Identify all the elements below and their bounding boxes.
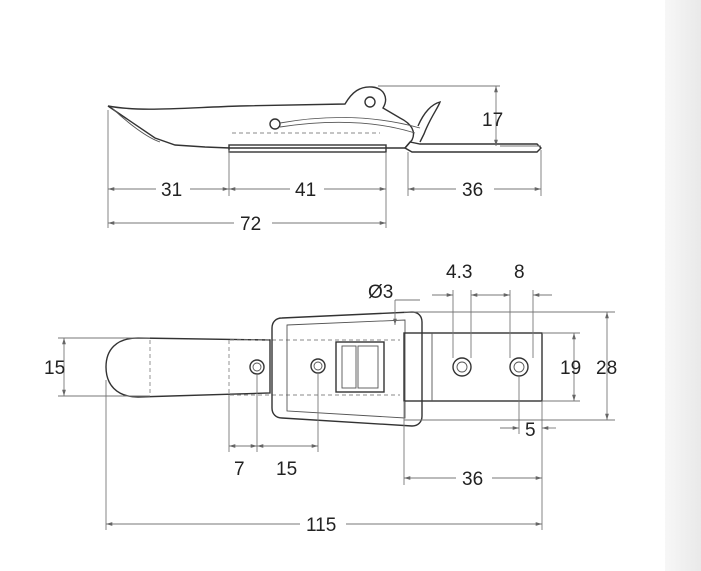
dim-seg-mid-41: 41	[295, 180, 316, 201]
top-wire-loop	[271, 311, 423, 427]
dim-height-17: 17	[482, 110, 503, 131]
dim-inner-height-19: 19	[560, 358, 581, 379]
side-base-plate	[228, 144, 387, 153]
dim-seg-left-31: 31	[161, 180, 182, 201]
top-rivet-2	[310, 358, 326, 374]
dim-diameter-3: Ø3	[368, 282, 393, 303]
dim-overall-72: 72	[240, 214, 261, 235]
dim-plate-length-36: 36	[462, 469, 483, 490]
page-edge-shadow	[665, 0, 701, 571]
side-hook-eye	[364, 96, 376, 108]
dim-left-width-15: 15	[44, 358, 65, 379]
top-hole-1	[452, 357, 472, 377]
dim-seg-right-36: 36	[462, 180, 483, 201]
top-rivet-1	[249, 359, 265, 375]
dim-overall-115: 115	[306, 515, 336, 536]
dim-hole-offset-7: 7	[234, 459, 245, 480]
dim-hole-spacing-15: 15	[276, 459, 297, 480]
top-hole-2	[509, 357, 529, 377]
dim-hole-dia-4-3: 4.3	[446, 262, 472, 283]
dim-edge-offset-5: 5	[525, 420, 536, 441]
side-lever	[107, 86, 415, 149]
side-view: 17 31 41 36 72	[107, 85, 542, 235]
top-lever	[105, 337, 271, 398]
side-catch-plate	[403, 141, 542, 153]
dim-outer-height-28: 28	[596, 358, 617, 379]
dim-pitch-8: 8	[514, 262, 525, 283]
top-view: Ø3 4.3 8 15 19 28 5 7 15 36 115	[44, 262, 617, 536]
top-pivot-block	[335, 341, 385, 393]
top-catch-plate	[403, 332, 543, 402]
side-hook-tongue	[417, 101, 442, 143]
side-rivet	[269, 118, 281, 130]
